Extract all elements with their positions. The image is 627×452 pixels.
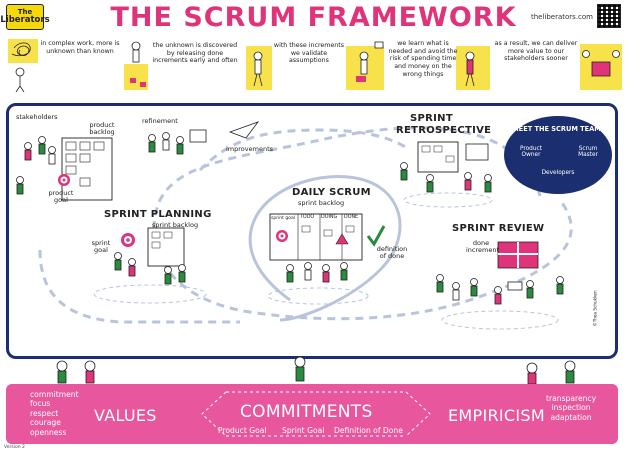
empiricism-item: transparency <box>546 394 597 403</box>
empiricism-item: inspection <box>551 403 591 413</box>
artist-signature: ©Thea Schukken <box>592 290 598 327</box>
intro-text-2: the unknown is discovered by releasing d… <box>152 42 238 65</box>
value-item: commitment <box>30 390 79 399</box>
daily-scrum-title: DAILY SCRUM <box>292 187 371 198</box>
sprint-goal-target-icon <box>121 233 135 247</box>
left-flow-path <box>38 249 240 324</box>
refinement-label: refinement <box>142 117 178 125</box>
daily-floor <box>267 287 369 305</box>
deliver-figure-icon <box>456 46 490 90</box>
paper-plane-icon <box>228 121 260 139</box>
scrum-team-title: MEET THE SCRUM TEAM! <box>512 125 604 133</box>
board-done-label: DONE <box>344 215 359 220</box>
logo-line1: The <box>17 8 33 17</box>
values-bar: commitment focus respect courage opennes… <box>6 384 618 444</box>
sprint-backlog-planning-label: sprint backlog <box>152 221 199 229</box>
qr-code-icon <box>597 4 621 28</box>
sprint-review-title: SPRINT REVIEW <box>452 223 545 234</box>
commitments-title: COMMITMENTS <box>240 402 373 422</box>
intro-text-1: in complex work, more is unknown than kn… <box>40 40 120 55</box>
empiricism-title: EMPIRICISM <box>448 406 545 425</box>
product-backlog-board <box>61 137 113 201</box>
sprint-planning-board <box>147 227 185 267</box>
value-item: courage <box>30 418 61 428</box>
done-increment-label: done increment <box>466 239 500 255</box>
commitment-sprint-goal: Sprint Goal <box>282 426 325 435</box>
intro-strip: in complex work, more is unknown than kn… <box>0 36 627 94</box>
release-increment-icon <box>124 41 148 90</box>
planning-floor <box>93 284 207 304</box>
stakeholders-label: stakeholders <box>16 113 58 121</box>
board-doing-label: DOING <box>321 215 338 220</box>
definition-of-done-label: definition of done <box>376 245 408 261</box>
retrospective-team <box>400 162 492 193</box>
sprint-retrospective-title-2: RETROSPECTIVE <box>396 125 492 136</box>
daily-scrum-team <box>286 262 348 283</box>
intro-text-5: as a result, we can deliver more value t… <box>494 40 578 63</box>
review-floor <box>441 310 559 330</box>
scribble-icon <box>8 39 38 93</box>
product-goal-target-icon <box>58 174 70 186</box>
product-backlog-label: product backlog <box>89 121 115 137</box>
retrospective-board <box>417 141 489 173</box>
intro-illustrations <box>8 39 622 93</box>
daily-sprint-goal-target-icon <box>276 230 288 242</box>
refinement-figures <box>148 129 207 155</box>
board-todo-label: TODO <box>300 215 315 220</box>
retro-floor <box>403 192 493 208</box>
version-label: Version 2 <box>4 445 25 450</box>
sprint-review-group <box>436 274 564 305</box>
commitment-product-goal: Product Goal <box>218 426 267 435</box>
definition-of-done-check-icon <box>366 225 386 247</box>
logo-line2: Liberators <box>0 15 50 26</box>
commitments-diamond <box>201 391 431 437</box>
value-item: focus <box>30 399 51 409</box>
value-item: openness <box>30 427 67 437</box>
scrum-team-badge: MEET THE SCRUM TEAM! Product Owner Scrum… <box>504 116 612 194</box>
commitment-definition-of-done: Definition of Done <box>334 426 403 435</box>
liberators-logo: The Liberators <box>0 4 50 30</box>
sprint-retrospective-title-1: SPRINT <box>410 113 453 124</box>
empiricism-item: adaptation <box>550 412 592 422</box>
intro-text-3: with these increments we validate assump… <box>273 42 345 65</box>
validate-figure-icon <box>246 46 272 90</box>
scrum-master-label: Scrum Master <box>578 146 598 159</box>
product-goal-label: product goal <box>48 189 74 205</box>
improvements-path <box>198 128 411 172</box>
improvements-label: improvements <box>226 145 274 153</box>
stakeholders-gift-icon <box>580 44 622 90</box>
values-title: VALUES <box>94 406 157 425</box>
learn-figure-icon <box>346 41 384 90</box>
stakeholders-figures <box>16 136 56 195</box>
product-owner-label: Product Owner <box>519 146 542 159</box>
intro-text-4: we learn what is needed and avoid the ri… <box>388 40 458 78</box>
site-url[interactable]: theliberators.com <box>530 13 593 21</box>
value-item: respect <box>30 408 59 418</box>
empiricism-list: transparency inspection adaptation <box>546 394 596 422</box>
board-sprint-goal-label: sprint goal <box>271 216 295 221</box>
warning-icon <box>335 233 349 245</box>
daily-scrum-loop <box>248 175 402 322</box>
sprint-backlog-daily-label: sprint backlog <box>298 199 345 207</box>
bar-holders <box>56 356 576 385</box>
sprint-planning-title: SPRINT PLANNING <box>104 209 212 220</box>
values-list: commitment focus respect courage opennes… <box>30 390 79 437</box>
sprint-planning-team <box>114 252 186 285</box>
done-increment-gift-icon <box>497 241 539 269</box>
developers-label: Developers <box>541 170 575 176</box>
sprint-goal-label: sprint goal <box>91 239 111 255</box>
page-title: THE SCRUM FRAMEWORK <box>110 2 517 33</box>
